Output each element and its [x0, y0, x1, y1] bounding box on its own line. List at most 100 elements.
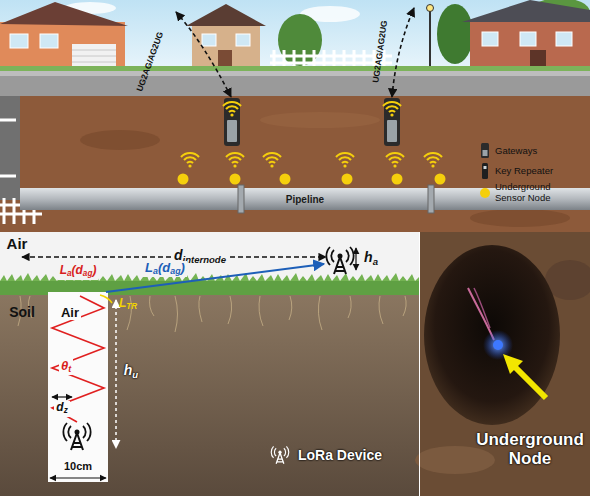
uplink-arrows [176, 12, 231, 97]
photo-underground-node [503, 354, 523, 374]
photo-underground-node [483, 330, 513, 360]
legend-icons [482, 163, 488, 179]
label-text: ag [83, 270, 93, 279]
label-text: TR [126, 303, 137, 312]
neighbourhood [72, 50, 116, 62]
cross-section [0, 232, 424, 496]
neighbourhood [530, 50, 546, 68]
illustration-part [435, 174, 446, 185]
illustration-part [178, 174, 446, 185]
sensor-nodes [386, 153, 404, 168]
legend-text: Key Repeater [495, 166, 570, 177]
label-text: Soil [9, 304, 35, 320]
photo-underground-node [493, 340, 503, 350]
photo-underground-node [415, 232, 590, 496]
dimension-label: 10cm [62, 460, 94, 472]
cross-section [271, 446, 289, 463]
label-text: ) [181, 260, 185, 275]
neighbourhood [520, 32, 536, 46]
illustration-part [274, 50, 384, 68]
gateway-icons [224, 98, 240, 146]
legend-icons [483, 150, 488, 156]
depth-label: hu [124, 363, 138, 380]
photo-underground-node [424, 245, 560, 425]
gateway-icons [384, 98, 400, 146]
pipeline-drawing [238, 185, 244, 213]
neighbourhood [0, 66, 590, 71]
gateway-icons [223, 98, 401, 146]
cross-section [355, 248, 356, 270]
callout-label: Underground Node [465, 431, 590, 468]
illustration-part [230, 174, 241, 185]
cross-section [63, 423, 90, 450]
medium-label: Air [59, 306, 81, 320]
neighbourhood [429, 8, 431, 70]
cross-section [106, 264, 324, 292]
uplink-arrows [392, 8, 414, 97]
label-text: Air [7, 235, 28, 252]
legend-text: Underground Sensor Node [495, 182, 570, 204]
sensor-nodes [336, 153, 354, 168]
label-text: ag [170, 266, 180, 276]
label-text: h [124, 362, 133, 378]
cross-section [0, 232, 420, 282]
cross-section [50, 477, 106, 478]
soil-section [80, 130, 160, 150]
label-text: UG2AG/AG2UG [370, 20, 389, 84]
label-text: a [153, 266, 158, 276]
illustration-part [392, 174, 403, 185]
device-label: LoRa Device [298, 448, 382, 463]
legend-text: Gateways [495, 146, 570, 157]
legend-swatch [480, 188, 490, 198]
label-text: h [364, 249, 373, 265]
neighbourhood [556, 32, 572, 46]
path-loss-label: La(dag) [143, 261, 187, 277]
gateway-icons [383, 102, 401, 117]
photo-underground-node [419, 232, 420, 496]
transmission-loss-label: LTR [119, 297, 137, 312]
neighbourhood [72, 44, 116, 68]
angle-label: θt [59, 359, 73, 375]
photo-underground-node [415, 446, 495, 474]
soil-section [0, 96, 20, 200]
label-text: θ [61, 358, 68, 373]
soil-section [0, 120, 16, 176]
label-text: a [373, 256, 378, 267]
neighbourhood [186, 4, 266, 26]
label-text: L [119, 296, 126, 310]
illustration-part [178, 174, 189, 185]
neighbourhood [0, 71, 590, 96]
label-text: (d [72, 263, 83, 277]
soil-section [260, 112, 380, 128]
gateway-icons [387, 120, 397, 142]
label-text: d [56, 400, 63, 414]
cross-section [100, 295, 112, 303]
neighbourhood [218, 50, 232, 68]
label-text: (d [158, 260, 170, 275]
cross-section [326, 247, 353, 274]
label-text: LoRa Device [298, 447, 382, 463]
label-text: Air [61, 305, 79, 320]
path-loss-label: La(dag) [58, 264, 99, 279]
label-text: a [67, 270, 72, 279]
label-text: u [132, 369, 138, 380]
neighbourhood [427, 5, 434, 12]
photo-underground-node [514, 366, 546, 398]
neighbourhood [0, 22, 125, 68]
neighbourhood [236, 34, 250, 46]
label-text: Underground Node [476, 430, 584, 468]
medium-label: Soil [9, 305, 35, 320]
sensor-nodes [263, 153, 281, 168]
illustration-part [342, 174, 353, 185]
legend-icons [481, 143, 489, 179]
label-text: L [60, 263, 67, 277]
distance-label: dz [54, 401, 69, 416]
neighbourhood [437, 4, 473, 64]
sensor-nodes [424, 153, 442, 168]
soil-section [470, 209, 570, 227]
label-text: t [68, 364, 71, 374]
height-label: ha [364, 250, 378, 267]
soil-section [0, 96, 590, 232]
uplink-arrows [176, 8, 414, 97]
gateway-icons [223, 102, 241, 117]
